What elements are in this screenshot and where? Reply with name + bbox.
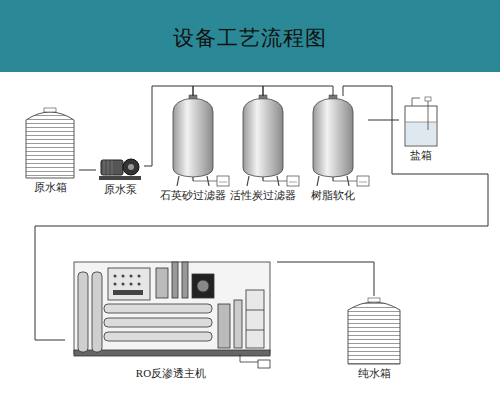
carbon-filter: 活性炭过滤器 [228,96,298,202]
pure-tank-art [348,298,400,364]
sand-filter: 石英砂过滤器 [158,96,228,202]
salt-box: 盐箱 [399,96,443,162]
diagram-title: 设备工艺流程图 [0,24,500,52]
carbon-filter-art [243,95,299,186]
softener-art [313,95,369,186]
salt-box-art [405,97,437,146]
raw-tank-art [26,108,74,178]
resin-softener: 树脂软化 [298,96,368,202]
pump-art [99,159,141,180]
pipe-line [144,86,193,166]
equipment-label: 纯水箱 [342,366,406,380]
pipe-line [277,262,374,296]
equipment-label: 树脂软化 [298,188,368,202]
equipment-label: 原水泵 [96,182,144,196]
pipe-line [79,170,96,171]
equipment-label: 石英砂过滤器 [158,188,228,202]
equipment-label: RO反渗透主机 [65,366,277,380]
sand-filter-art [173,95,229,186]
equipment-label: 活性炭过滤器 [228,188,298,202]
equipment-label: 盐箱 [399,148,443,162]
equipment-label: 原水箱 [21,180,79,194]
pipe-line [263,86,333,96]
pipe-line [35,86,488,340]
ro-unit: RO反渗透主机 [65,254,277,380]
ro-machine-art [74,262,270,368]
raw-water-pump: 原水泵 [96,152,144,196]
raw-water-tank: 原水箱 [21,106,79,194]
pipe-line [368,120,399,121]
pipe-line [193,86,263,96]
pure-water-tank: 纯水箱 [342,296,406,380]
